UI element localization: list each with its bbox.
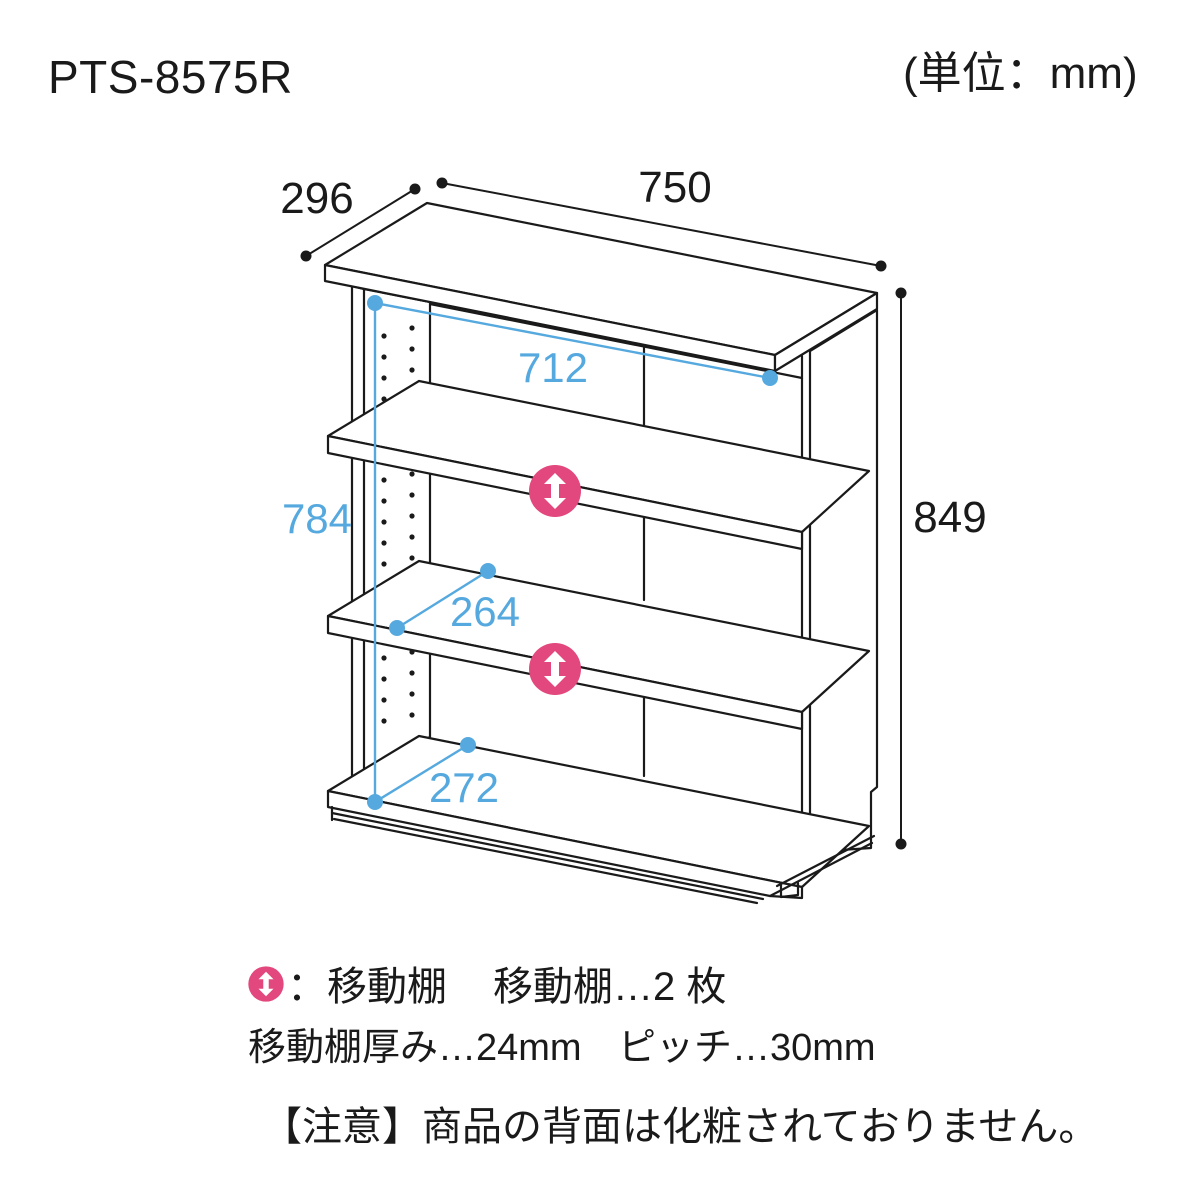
- dim-inner-height: 784: [282, 303, 383, 810]
- movable-shelf-legend-icon: [248, 966, 284, 1002]
- legend-icon-label: ：移動棚: [287, 965, 447, 1009]
- overall-height-label: 849: [913, 493, 986, 542]
- legend-shelf-thickness: 移動棚厚み…24mm: [248, 1027, 582, 1069]
- shelf-depth-bottom-label: 272: [429, 764, 499, 811]
- bottom-shelf: [326, 734, 871, 900]
- shelf-depth-middle-label: 264: [450, 588, 520, 635]
- model-number-label: PTS-8575R: [48, 51, 293, 103]
- top-panel: [323, 201, 879, 373]
- dim-shelf-depth-middle: 264: [389, 563, 520, 636]
- dim-overall-width: 750: [436, 163, 887, 272]
- dim-inner-width: 712: [367, 295, 778, 391]
- dim-overall-depth: 296: [280, 174, 421, 262]
- dim-shelf-depth-bottom: 272: [374, 737, 499, 811]
- overall-depth-label: 296: [280, 174, 353, 223]
- plinth: [330, 805, 876, 905]
- caution-note: 【注意】商品の背面は化粧されておりません。: [262, 1105, 1098, 1149]
- legend: ：移動棚 移動棚…2 枚 移動棚厚み…24mm ピッチ…30mm: [248, 965, 876, 1069]
- dim-overall-height: 849: [895, 287, 987, 850]
- movable-shelf-icon-1: [529, 465, 581, 517]
- overall-width-label: 750: [638, 163, 711, 212]
- movable-shelf-icon-2: [529, 643, 581, 695]
- right-side-panel: [800, 308, 879, 868]
- legend-shelf-count: 移動棚…2 枚: [493, 965, 726, 1009]
- unit-note-label: (単位：mm): [903, 49, 1138, 98]
- inner-height-label: 784: [282, 495, 352, 542]
- legend-pitch: ピッチ…30mm: [618, 1027, 876, 1069]
- left-side-panel: [350, 284, 432, 779]
- inner-width-label: 712: [518, 344, 588, 391]
